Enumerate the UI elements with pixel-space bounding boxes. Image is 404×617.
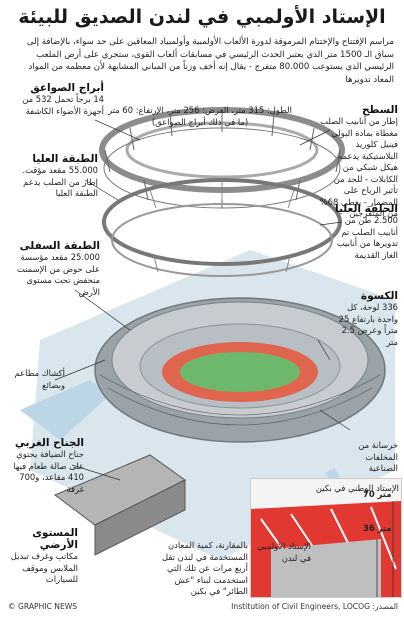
- credit: © GRAPHIC NEWS: [8, 602, 78, 611]
- label-upper-tier: الطبقة العليا 55.000 مقعد مؤقت. إطار من …: [12, 153, 99, 200]
- stadium-bowl: [94, 297, 386, 443]
- upper-tier-text: 55.000 مقعد مؤقت. إطار من الصلب يدعم الط…: [22, 165, 99, 198]
- height-36: 36 متر: [363, 523, 392, 533]
- shops-text: أكشاك مطاعم وبضائع: [14, 368, 65, 390]
- source: المصدر: Institution of Civil Engineers, …: [231, 602, 398, 611]
- upper-ring-text: 2.500 طن من أنابيب الصلب تم تدويرها من أ…: [336, 215, 398, 260]
- canal: [20, 380, 110, 440]
- label-west-wing: الجناح الغربي جناح الضيافة يحتوي على صال…: [8, 437, 84, 495]
- label-lightning-towers: أبراج الصواعق 14 برجاً تحمل 532 من أجهزة…: [12, 82, 104, 117]
- label-lower-tier: الطبقة السفلى 25.000 مقعد مؤسسة على حوض …: [8, 240, 100, 298]
- upper-ring-title: الحلقة العليا: [335, 203, 398, 215]
- label-ground-level: المستوى الأرضي مكاتب وغرف تبديل الملابس …: [8, 527, 78, 586]
- height-70: 70 متر: [363, 489, 392, 499]
- ground-level-title: المستوى الأرضي: [32, 527, 78, 551]
- west-wing-title: الجناح الغربي: [14, 437, 84, 449]
- roof-text: إطار من أنابيب الصلب مغطاة بمادة البولي …: [319, 116, 398, 218]
- london-shape: [271, 539, 381, 597]
- label-shops: أكشاك مطاعم وبضائع: [10, 368, 65, 391]
- lightning-towers-text: 14 برجاً تحمل 532 من أجهزة الأضواء الكاش…: [22, 94, 104, 116]
- wrap-title: الكسوة: [360, 290, 398, 302]
- beijing-label: الإستاد الوطني في بكين: [315, 483, 399, 493]
- west-wing-text: جناح الضيافة يحتوي على صالة طعام فيها 41…: [13, 449, 84, 494]
- comparison-text: بالمقارنة، كمية المعادن المستخدمة في لند…: [161, 540, 248, 596]
- label-comparison: بالمقارنة، كمية المعادن المستخدمة في لند…: [148, 540, 248, 598]
- wrap-text: 336 لوحة، كل واحدة بارتفاع 25 متراً وعرض…: [338, 302, 398, 347]
- dimensions-line1: الطول: 315 متر، العرض: 256 متر، الإرتفاع…: [108, 105, 292, 115]
- label-roof: السطح إطار من أنابيب الصلب مغطاة بمادة ا…: [318, 104, 398, 220]
- roof-title: السطح: [361, 104, 398, 116]
- upper-tier-title: الطبقة العليا: [32, 153, 98, 165]
- lightning-towers-title: أبراج الصواعق: [30, 82, 104, 94]
- dimensions-text: الطول: 315 متر، العرض: 256 متر، الإرتفاع…: [95, 104, 305, 128]
- concrete-text: خرسانة من المخلفات الصناعية: [358, 440, 398, 473]
- label-wrap: الكسوة 336 لوحة، كل واحدة بارتفاع 25 متر…: [330, 290, 398, 348]
- label-concrete: خرسانة من المخلفات الصناعية: [338, 440, 398, 475]
- intro-text: مراسم الإفتتاح والإختتام المرموقة لدورة …: [26, 37, 394, 85]
- upper-ring-structure: [102, 178, 342, 277]
- page-title: الإستاد الأولمبي في لندن الصديق للبيئة: [18, 6, 386, 28]
- leader-lines: [54, 119, 351, 481]
- london-label: الإستاد الأولمبي في لندن: [257, 541, 311, 563]
- ground-level-text: مكاتب وغرف تبديل الملابس وموقف للسيارات: [10, 551, 78, 584]
- comparison-graphic: [251, 501, 401, 597]
- lower-tier-title: الطبقة السفلى: [19, 240, 100, 252]
- dimensions-line2: (ما في ذلك أبراج الصواعق): [151, 117, 249, 127]
- lower-tier-text: 25.000 مقعد مؤسسة على حوض من الإسمنت منخ…: [17, 252, 100, 297]
- label-upper-ring: الحلقة العليا 2.500 طن من أنابيب الصلب ت…: [334, 203, 398, 261]
- comparison-inset: الإستاد الوطني في بكين 70 متر 36 متر الإ…: [250, 478, 402, 598]
- infield-grass: [180, 352, 300, 392]
